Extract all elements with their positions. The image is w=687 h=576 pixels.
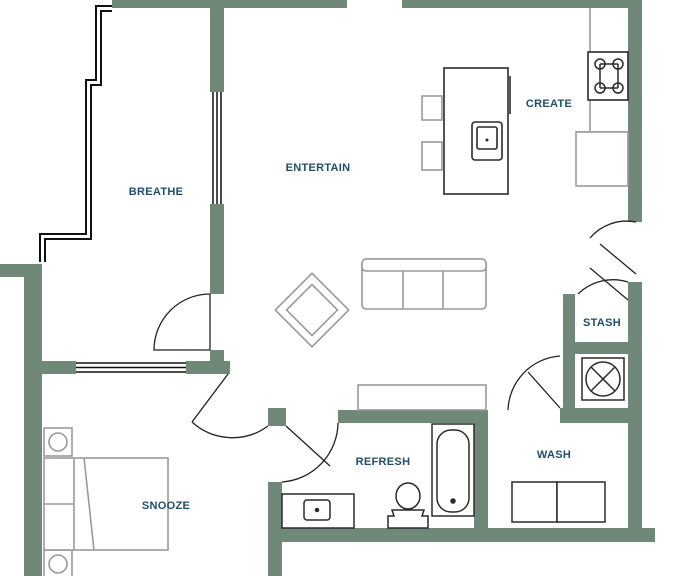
wall-bath-top xyxy=(338,410,486,423)
wash-door-leaf xyxy=(527,371,561,409)
refresh-door-leaf xyxy=(285,425,331,467)
bathtub-basin xyxy=(436,429,470,513)
snooze-door-leaf xyxy=(191,373,229,423)
refrigerator-icon xyxy=(575,131,629,187)
range-icon xyxy=(587,51,629,101)
create-door-leaf xyxy=(599,243,637,275)
room-label-refresh: REFRESH xyxy=(356,456,411,468)
bath-fixtures xyxy=(281,423,475,529)
washer-icon xyxy=(511,481,558,523)
stool-icon xyxy=(421,95,443,121)
windows xyxy=(39,5,222,373)
room-labels: BREATHE ENTERTAIN CREATE STASH REFRESH W… xyxy=(129,98,621,512)
create-door-swing xyxy=(589,220,637,239)
snooze-door-swing xyxy=(191,421,269,439)
wall-hall-stub xyxy=(268,408,286,426)
wall-left xyxy=(24,264,42,576)
breathe-window-outer xyxy=(39,5,112,262)
room-label-snooze: SNOOZE xyxy=(142,500,190,512)
room-label-create: CREATE xyxy=(526,98,572,110)
toilet-icon xyxy=(387,482,429,529)
breathe-door-swing xyxy=(153,293,211,351)
doors xyxy=(153,220,637,483)
wall-stash-left xyxy=(563,294,575,354)
walls xyxy=(0,0,655,576)
room-label-breathe: BREATHE xyxy=(129,186,183,198)
living-fixtures xyxy=(274,258,487,411)
wall-stash-bottom xyxy=(563,342,642,354)
wall-wh-left xyxy=(563,354,575,410)
bedroom-fixtures xyxy=(43,427,169,576)
refresh-door-swing xyxy=(281,422,339,483)
wall-bath-laundry-divider xyxy=(474,410,488,530)
wall-laundry-right xyxy=(628,408,642,542)
water-heater-icon xyxy=(581,357,625,401)
dryer-icon xyxy=(556,481,606,523)
room-label-stash: STASH xyxy=(583,317,621,329)
breathe-window-inner xyxy=(44,10,112,262)
sink-basin-icon xyxy=(476,126,498,150)
wall-breathe-bottom xyxy=(42,361,76,374)
room-label-entertain: ENTERTAIN xyxy=(286,162,351,174)
sink-drain-icon xyxy=(485,138,489,142)
wall-breathe-divider-lower xyxy=(210,204,224,294)
kitchen-fixtures xyxy=(421,8,629,195)
stash-door-leaf xyxy=(589,267,629,301)
stash-door-swing xyxy=(577,279,629,295)
wall-top-right xyxy=(402,0,642,8)
room-label-wash: WASH xyxy=(537,449,571,461)
wall-kitchen-right xyxy=(628,0,642,222)
console-icon xyxy=(357,384,487,411)
wall-breathe-divider-upper xyxy=(210,0,224,92)
bathtub-drain-icon xyxy=(450,498,456,504)
wall-stash-right xyxy=(628,282,642,410)
laundry-fixtures xyxy=(511,357,625,523)
wall-breathe-stub xyxy=(210,350,224,374)
wash-door-swing xyxy=(507,355,561,411)
sofa-back xyxy=(361,258,487,272)
wall-bath-bottom xyxy=(268,528,655,542)
stool-icon xyxy=(421,141,443,171)
wall-laundry-top xyxy=(560,408,642,423)
blanket-fold xyxy=(83,457,95,551)
armchair-icon xyxy=(274,272,350,348)
wall-top-left xyxy=(112,0,347,8)
